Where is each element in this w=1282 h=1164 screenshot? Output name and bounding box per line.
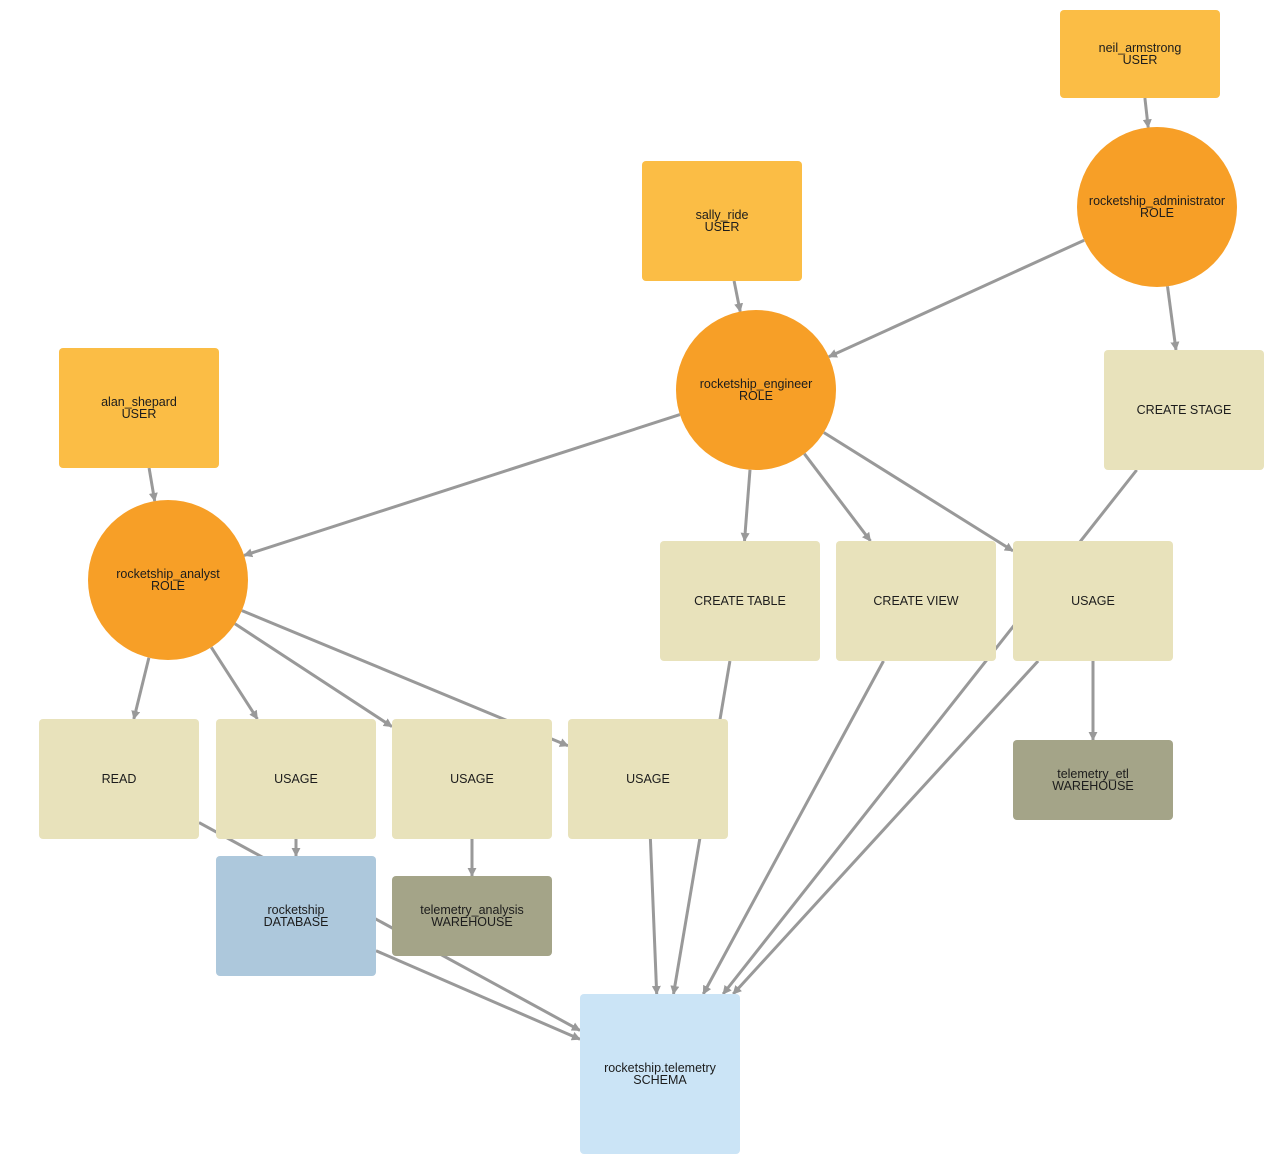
edge-alan_shepard-to-rocketship_analyst: [147, 467, 158, 502]
edge-neil_armstrong-to-rocketship_administrator: [1142, 97, 1152, 129]
node-name: rocketship.telemetry: [604, 1061, 716, 1075]
edge-rocketship_analyst-to-usage_wh: [234, 622, 393, 728]
privilege-node-create-stage[interactable]: CREATE STAGE: [1104, 350, 1264, 470]
edge-rocketship_db-to-telemetry_schema: [375, 949, 581, 1041]
database-node-rocketship[interactable]: rocketship DATABASE: [216, 856, 376, 976]
node-name: READ: [101, 772, 137, 786]
privilege-node-create-table[interactable]: CREATE TABLE: [660, 541, 820, 661]
privilege-node-create-view[interactable]: CREATE VIEW: [836, 541, 996, 661]
node-type: ROLE: [150, 579, 186, 593]
node-name: sally_ride: [695, 208, 749, 222]
node-name: CREATE TABLE: [694, 594, 786, 608]
edge-rocketship_analyst-to-read: [131, 657, 151, 720]
edge-sally_ride-to-rocketship_engineer: [732, 280, 744, 313]
user-node-neil-armstrong[interactable]: neil_armstrong USER: [1060, 10, 1220, 98]
node-name: alan_shepard: [101, 395, 177, 409]
node-type: WAREHOUSE: [431, 915, 513, 929]
node-name: telemetry_analysis: [420, 903, 524, 917]
edge-rocketship_engineer-to-usage_etl: [823, 431, 1014, 553]
role-node-rocketship-engineer[interactable]: rocketship_engineer ROLE: [676, 310, 836, 470]
user-node-sally-ride[interactable]: sally_ride USER: [642, 161, 802, 281]
node-name: rocketship_administrator: [1088, 194, 1226, 208]
schema-node-rocketship-telemetry[interactable]: rocketship.telemetry SCHEMA: [580, 994, 740, 1154]
user-node-alan-shepard[interactable]: alan_shepard USER: [59, 348, 219, 468]
node-name: telemetry_etl: [1057, 767, 1129, 781]
privilege-node-usage-database[interactable]: USAGE: [216, 719, 376, 839]
node-name: rocketship: [267, 903, 325, 917]
privilege-node-read[interactable]: READ: [39, 719, 199, 839]
node-name: USAGE: [274, 772, 318, 786]
node-name: rocketship_analyst: [116, 567, 220, 581]
edge-rocketship_administrator-to-rocketship_engineer: [827, 238, 1085, 359]
edge-usage_schema-to-telemetry_schema: [648, 838, 661, 995]
edge-rocketship_engineer-to-rocketship_analyst: [243, 413, 681, 558]
node-name: CREATE STAGE: [1136, 403, 1232, 417]
node-type: USER: [704, 220, 740, 234]
node-type: SCHEMA: [633, 1073, 687, 1087]
node-name: neil_armstrong: [1098, 41, 1182, 55]
node-name: USAGE: [450, 772, 494, 786]
edge-create_view-to-telemetry_schema: [701, 660, 885, 995]
warehouse-node-telemetry-etl[interactable]: telemetry_etl WAREHOUSE: [1013, 740, 1173, 820]
node-type: WAREHOUSE: [1052, 779, 1134, 793]
node-type: DATABASE: [263, 915, 329, 929]
node-name: CREATE VIEW: [873, 594, 959, 608]
node-name: USAGE: [626, 772, 670, 786]
node-name: USAGE: [1071, 594, 1115, 608]
node-type: ROLE: [1139, 206, 1175, 220]
node-type: USER: [121, 407, 157, 421]
edge-rocketship_analyst-to-usage_db: [210, 646, 259, 720]
privilege-node-usage-etl[interactable]: USAGE: [1013, 541, 1173, 661]
edge-rocketship_administrator-to-create_stage: [1166, 286, 1180, 351]
warehouse-node-telemetry-analysis[interactable]: telemetry_analysis WAREHOUSE: [392, 876, 552, 956]
edge-rocketship_engineer-to-create_view: [803, 452, 872, 542]
role-node-rocketship-administrator[interactable]: rocketship_administrator ROLE: [1077, 127, 1237, 287]
edge-rocketship_engineer-to-create_table: [740, 469, 752, 542]
privilege-node-usage-schema[interactable]: USAGE: [568, 719, 728, 839]
node-name: rocketship_engineer: [699, 377, 813, 391]
privilege-node-usage-warehouse[interactable]: USAGE: [392, 719, 552, 839]
role-node-rocketship-analyst[interactable]: rocketship_analyst ROLE: [88, 500, 248, 660]
edge-usage_etl-to-telemetry_schema: [732, 659, 1040, 996]
node-type: ROLE: [738, 389, 774, 403]
node-type: USER: [1122, 53, 1158, 67]
